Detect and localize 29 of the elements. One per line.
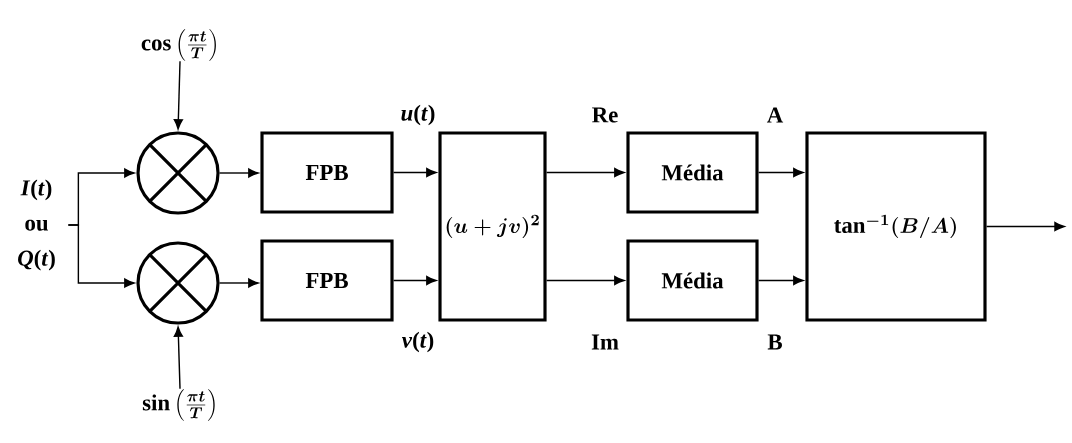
arrow (545, 167, 625, 178)
function-box: $\tan^{-1}(B/A)$ (805, 131, 987, 322)
process-box: FPB (260, 131, 394, 214)
mixer-symbol (136, 131, 220, 215)
edge-label: u(t) (398, 102, 438, 128)
arrow (218, 168, 259, 178)
function-box: $(u+jv)^{2}$ (438, 131, 547, 322)
arrow (67, 224, 135, 288)
edge-label: B (765, 332, 785, 352)
process-box: Média (626, 239, 759, 322)
arrow (985, 221, 1065, 232)
edge-label: v(t) (400, 329, 436, 355)
arrow (392, 275, 437, 286)
edge-label: Im (589, 332, 621, 352)
edge-label: A (765, 105, 785, 125)
mixer-symbol (136, 241, 220, 325)
process-box: FPB (260, 239, 394, 322)
arrow (173, 326, 184, 390)
arrow (757, 167, 804, 178)
arrow (218, 278, 259, 288)
carrier-label: $\sin\left(\frac{\pi t}{T}\right)$ (142, 389, 215, 421)
arrow (392, 167, 437, 178)
edge-label: Re (589, 105, 621, 125)
input-label: I(t) ou Q(t) (18, 179, 55, 271)
arrow (545, 275, 625, 286)
carrier-label: $\cos\left(\frac{\pi t}{T}\right)$ (141, 29, 216, 61)
process-box: Média (626, 131, 759, 214)
arrow (173, 60, 183, 130)
arrow (757, 275, 804, 286)
